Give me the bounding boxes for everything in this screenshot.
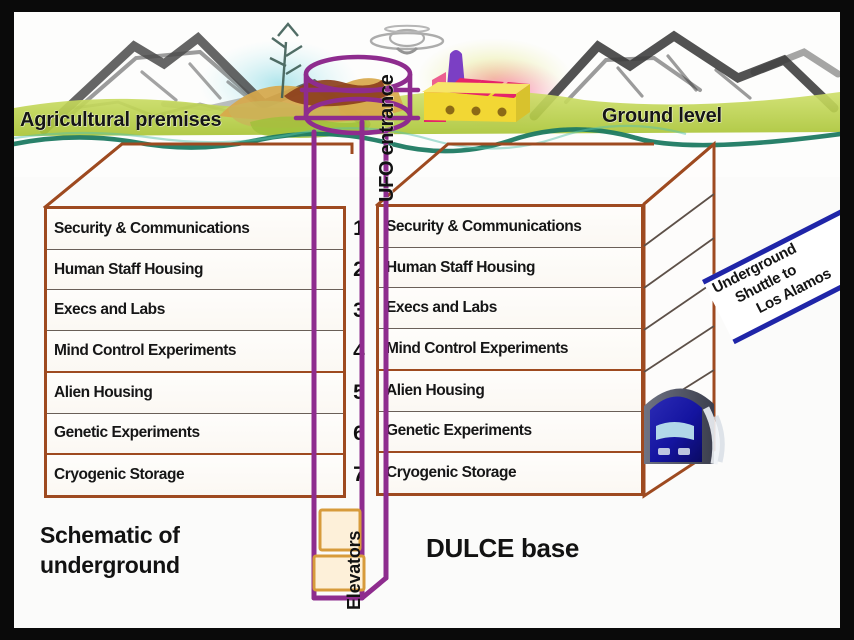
level-label: Security & Communications xyxy=(54,219,250,237)
level-row: Alien Housing xyxy=(47,372,343,414)
ufo-entrance-label: UFO entrance xyxy=(376,74,398,202)
factory-icon xyxy=(422,50,530,122)
level-number: 1 xyxy=(353,216,365,240)
level-row: Execs and Labs xyxy=(379,288,641,330)
level-row: Cryogenic Storage xyxy=(379,453,641,494)
level-label: Human Staff Housing xyxy=(386,258,536,276)
level-label: Genetic Experiments xyxy=(386,422,532,440)
level-row: Execs and Labs xyxy=(47,290,343,332)
level-label: Alien Housing xyxy=(386,381,485,399)
level-row: Mind Control Experiments xyxy=(379,329,641,371)
level-row: Alien Housing xyxy=(379,370,641,412)
level-label: Execs and Labs xyxy=(54,301,165,319)
level-number: 5 xyxy=(353,381,365,405)
level-row: Genetic Experiments xyxy=(379,411,641,454)
left-schematic-box: Security & Communications Human Staff Ho… xyxy=(30,140,360,500)
level-row: Mind Control Experiments xyxy=(47,331,343,373)
right-schematic-box: Security & Communications Human Staff Ho… xyxy=(364,140,654,500)
left-caption: Schematic of underground xyxy=(40,520,180,580)
left-level-list: Security & Communications Human Staff Ho… xyxy=(47,209,343,496)
level-label: Mind Control Experiments xyxy=(54,342,237,360)
level-label: Genetic Experiments xyxy=(54,424,200,442)
ufo-icon xyxy=(369,24,445,55)
level-label: Security & Communications xyxy=(386,217,582,235)
level-row: Human Staff Housing xyxy=(379,247,641,289)
left-caption-line-1: Schematic of xyxy=(40,522,180,548)
level-number: 6 xyxy=(353,422,365,446)
left-box-front: Security & Communications Human Staff Ho… xyxy=(44,206,346,498)
level-number: 2 xyxy=(353,257,365,281)
ground-level-label: Ground level xyxy=(602,105,722,127)
level-number: 3 xyxy=(353,298,365,322)
level-row: Security & Communications xyxy=(379,207,641,248)
right-level-list: Security & Communications Human Staff Ho… xyxy=(379,207,641,494)
agricultural-premises-label: Agricultural premises xyxy=(20,109,222,131)
right-caption: DULCE base xyxy=(426,533,580,563)
level-row: Genetic Experiments xyxy=(47,413,343,456)
schematic-canvas: Agricultural premises Ground level Secur… xyxy=(14,12,840,628)
elevators-label: Elevators xyxy=(344,530,364,610)
level-row: Security & Communications xyxy=(47,209,343,250)
level-label: Cryogenic Storage xyxy=(54,466,185,484)
right-box-front: Security & Communications Human Staff Ho… xyxy=(376,204,644,496)
shuttle-train-icon xyxy=(644,388,725,465)
level-label: Cryogenic Storage xyxy=(386,464,517,482)
level-row: Cryogenic Storage xyxy=(47,455,343,496)
level-label: Alien Housing xyxy=(54,383,153,401)
level-number: 7 xyxy=(353,463,365,487)
level-label: Execs and Labs xyxy=(386,299,497,317)
tree-icon xyxy=(269,22,303,99)
level-label: Human Staff Housing xyxy=(54,260,204,278)
surface-landscape xyxy=(14,12,840,177)
level-number-column: 1 2 3 4 5 6 7 xyxy=(343,208,375,496)
level-number: 4 xyxy=(353,339,365,363)
level-row: Human Staff Housing xyxy=(47,249,343,291)
level-label: Mind Control Experiments xyxy=(386,340,569,358)
left-caption-line-2: underground xyxy=(40,552,180,578)
